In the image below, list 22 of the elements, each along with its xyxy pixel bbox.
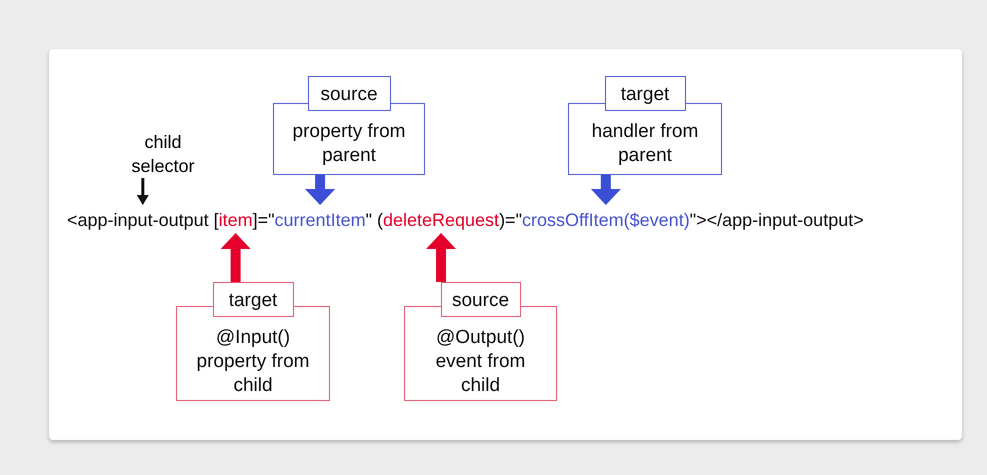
code-text: "></app-input-output> xyxy=(690,208,864,232)
code-text: currentItem xyxy=(274,208,366,232)
arrow xyxy=(220,233,251,282)
code-text: " ( xyxy=(366,208,383,232)
arrow xyxy=(590,175,621,205)
code-text: ]=" xyxy=(252,208,275,232)
code-text: )=" xyxy=(499,208,522,232)
annotation-text: child selector xyxy=(113,130,213,178)
tab-label: source xyxy=(308,76,390,111)
arrow xyxy=(426,233,456,282)
tab-label: source xyxy=(440,282,520,317)
code-text: <app-input-output [ xyxy=(67,208,219,232)
arrow xyxy=(305,175,336,205)
tab-label: target xyxy=(604,76,686,111)
callout-box: handler from parent xyxy=(568,103,722,175)
callout-box: @Output() event from child xyxy=(404,306,557,401)
arrow xyxy=(136,178,149,205)
code-text: deleteRequest xyxy=(382,208,500,232)
code-text: crossOffItem($event) xyxy=(522,208,690,232)
code-text: item xyxy=(218,208,253,232)
tab-label: target xyxy=(212,282,294,317)
callout-box: property from parent xyxy=(273,103,425,175)
